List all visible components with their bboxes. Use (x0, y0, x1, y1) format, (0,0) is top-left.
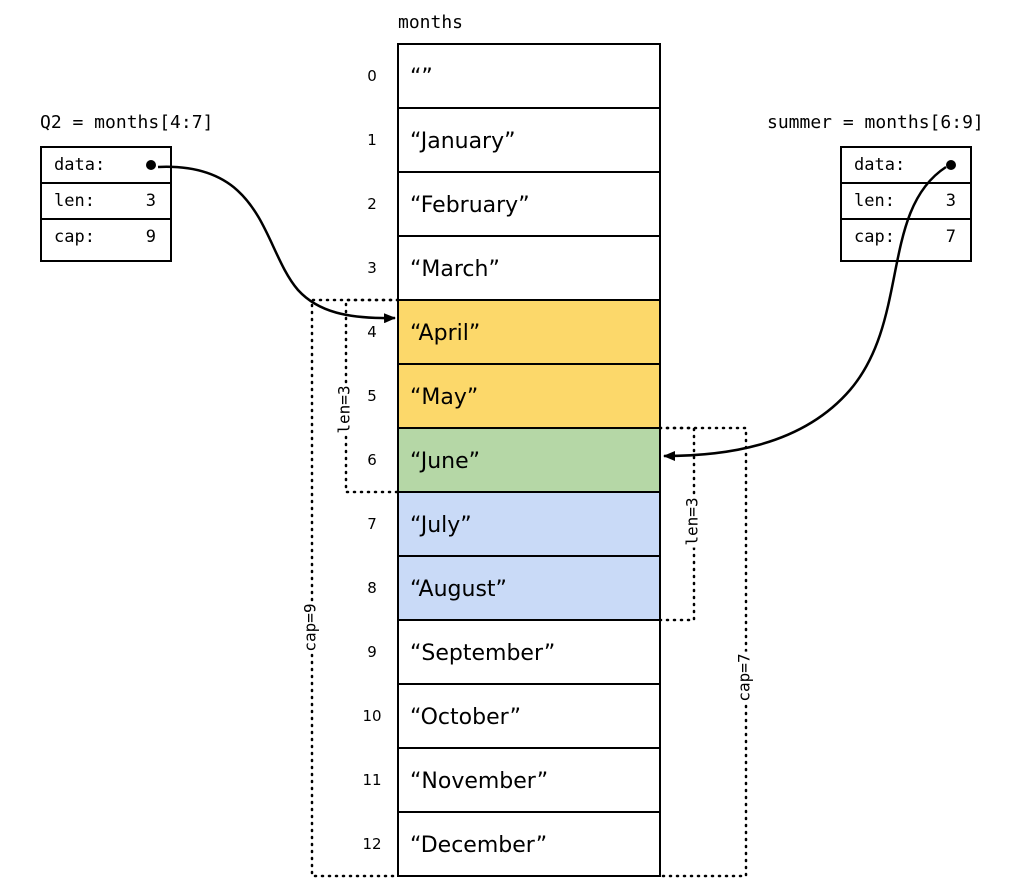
q2-cap-row: cap: 9 (42, 220, 170, 256)
summer-pointer-arrow (663, 165, 947, 461)
array-cell-value: “September” (410, 641, 555, 666)
array-cell-value: “” (410, 65, 433, 90)
array-cell-value: “January” (410, 129, 516, 154)
array-cell (397, 363, 661, 429)
q2-len-value: 3 (145, 191, 156, 211)
q2-pointer-dot (146, 160, 156, 170)
q2-slice-header: data: len: 3 cap: 9 (40, 146, 172, 262)
summer-cap-row: cap: 7 (842, 220, 970, 256)
array-cell (397, 235, 661, 301)
array-cell-value: “October” (410, 705, 521, 730)
summer-len-label: len: (854, 191, 895, 211)
row-index: 3 (367, 259, 377, 277)
array-cell-value: “June” (410, 449, 480, 474)
summer-cap-marker: cap=7 (730, 651, 758, 704)
array-cell-value: “November” (410, 769, 548, 794)
summer-data-row: data: (842, 148, 970, 184)
summer-title: summer = months[6:9] (767, 112, 984, 133)
array-cell-value: “July” (410, 513, 472, 538)
array-cell (397, 811, 661, 877)
summer-cap-label: cap: (854, 227, 895, 247)
q2-cap-value: 9 (145, 227, 156, 247)
q2-data-row: data: (42, 148, 170, 184)
row-index: 11 (362, 771, 382, 789)
array-title: months (398, 12, 464, 33)
array-cell (397, 555, 661, 621)
row-index: 4 (367, 323, 377, 341)
row-index: 5 (367, 387, 377, 405)
summer-len-value: 3 (945, 191, 956, 211)
array-cell (397, 747, 661, 813)
q2-pointer-arrow (157, 165, 396, 324)
q2-cap-marker: cap=9 (296, 601, 324, 654)
array-cell-value: “March” (410, 257, 500, 282)
array-cell-value: “April” (410, 321, 480, 346)
array-cells: “” “January” “February” “March” “April” “May”… (397, 43, 661, 877)
array-cell-value: “August” (410, 577, 507, 602)
row-index: 2 (367, 195, 377, 213)
row-index: 12 (362, 835, 382, 853)
row-index: 9 (367, 643, 377, 661)
array-cell (397, 491, 661, 557)
array-cell-value: “February” (410, 193, 530, 218)
summer-pointer-dot (946, 160, 956, 170)
array-cell (397, 299, 661, 365)
array-cell (397, 107, 661, 173)
row-index: 6 (367, 451, 377, 469)
row-index: 0 (367, 67, 377, 85)
pointer-arrows (157, 165, 947, 461)
summer-len-marker: len=3 (678, 495, 706, 548)
q2-len-label: len: (54, 191, 95, 211)
q2-len-row: len: 3 (42, 184, 170, 220)
array-cell (397, 171, 661, 237)
row-index: 10 (362, 707, 382, 725)
array-cell (397, 619, 661, 685)
row-index: 8 (367, 579, 377, 597)
summer-data-label: data: (854, 155, 906, 175)
array-cell (397, 43, 661, 109)
array-cell-value: “December” (410, 833, 547, 858)
row-index: 7 (367, 515, 377, 533)
summer-slice-header: data: len: 3 cap: 7 (840, 146, 972, 262)
row-index: 1 (367, 131, 377, 149)
summer-cap-value: 7 (945, 227, 956, 247)
q2-data-label: data: (54, 155, 106, 175)
q2-cap-label: cap: (54, 227, 95, 247)
summer-len-row: len: 3 (842, 184, 970, 220)
array-cell-value: “May” (410, 385, 478, 410)
q2-title: Q2 = months[4:7] (40, 112, 214, 133)
